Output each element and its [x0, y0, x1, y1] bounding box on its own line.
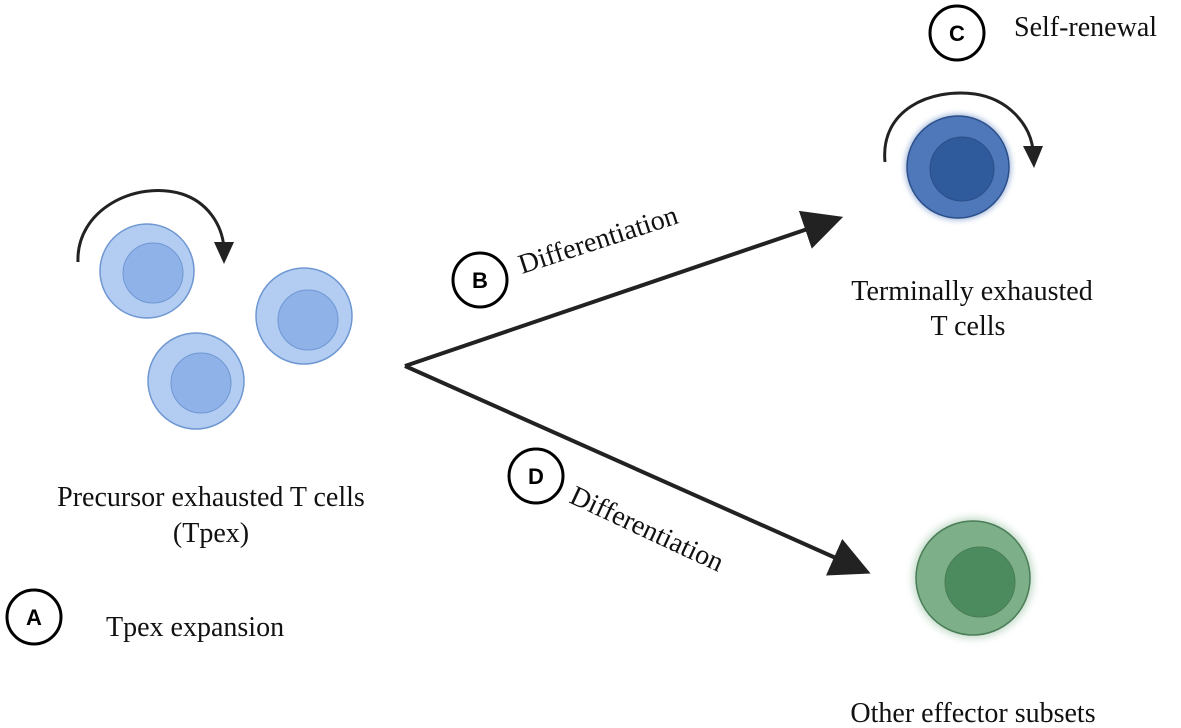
terminal-label-line2: T cells [931, 311, 1006, 342]
svg-text:C: C [949, 21, 965, 46]
step-c-badge: C [928, 4, 986, 62]
differentiation-arrow-terminal [404, 210, 844, 368]
step-b-badge: B [451, 251, 509, 309]
svg-text:B: B [472, 268, 488, 293]
step-d-badge: D [507, 447, 565, 505]
step-a-label: Tpex expansion [106, 612, 284, 643]
step-b-label: Differentiation [515, 200, 682, 281]
tpex-cell-3 [147, 332, 245, 430]
svg-text:D: D [528, 464, 544, 489]
effector-label: Other effector subsets [850, 698, 1095, 728]
tpex-label-line1: Precursor exhausted T cells [57, 482, 365, 513]
tpex-cell-1 [99, 223, 195, 319]
terminal-exhausted-cell [905, 114, 1011, 220]
curved-arrow-icon [76, 189, 234, 264]
effector-cell [913, 518, 1033, 638]
curved-arrow-icon [883, 91, 1043, 168]
step-d-label: Differentiation [565, 480, 728, 578]
step-a-badge: A [5, 588, 63, 646]
differentiation-arrow-effector [404, 364, 871, 576]
svg-text:A: A [26, 605, 42, 630]
step-c-label: Self-renewal [1014, 12, 1157, 43]
tpex-cell-cluster [99, 223, 353, 430]
tpex-cell-2 [255, 267, 353, 365]
terminal-label-line1: Terminally exhausted [851, 276, 1092, 307]
tpex-label-line2: (Tpex) [173, 518, 249, 549]
